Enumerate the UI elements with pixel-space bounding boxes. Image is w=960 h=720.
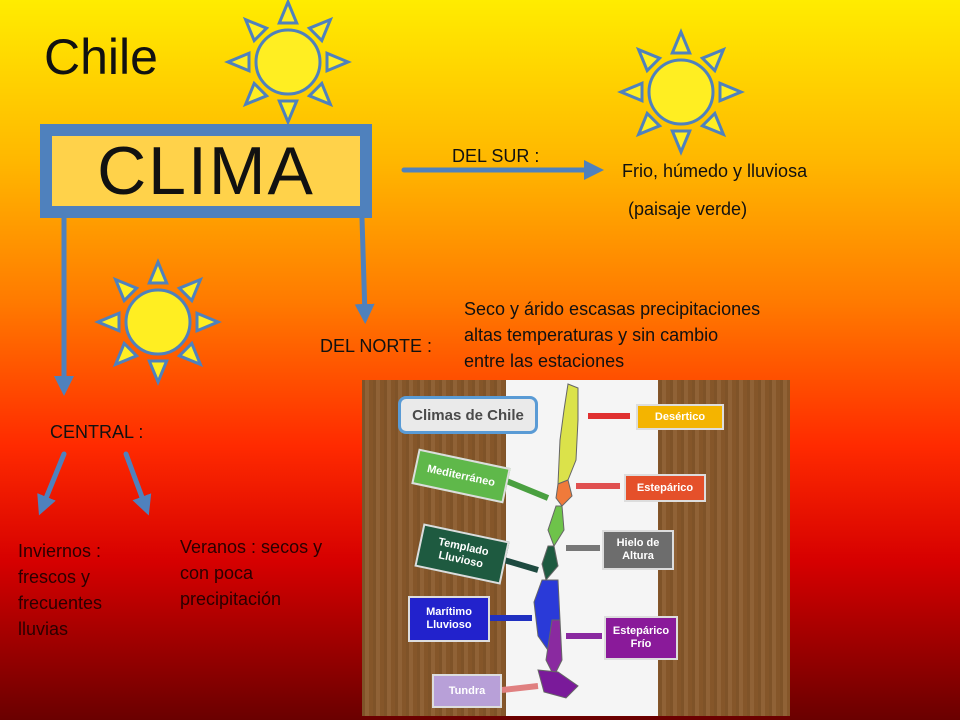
sun-ray [325, 51, 352, 73]
veranos-line-3: precipitación [180, 589, 282, 610]
sun-icon-2 [617, 28, 745, 156]
arrow-to-norte [354, 215, 375, 324]
sun-ray [635, 46, 663, 74]
sun-ray [617, 81, 644, 103]
sun-ray [718, 81, 745, 103]
sun-icon-3 [94, 258, 222, 386]
map-arrow-mediterraneo [502, 477, 550, 501]
sun-ray [635, 110, 663, 138]
norte-line-1: Seco y árido escasas precipitaciones [464, 299, 761, 319]
sun-ray [306, 80, 334, 108]
region-templado [541, 545, 559, 582]
sun-ray [147, 258, 169, 285]
sun-ray [147, 359, 169, 386]
arrow-to-inviernos [37, 451, 67, 516]
map-arrow-tundra [501, 683, 539, 693]
map-title: Climas de Chile [398, 396, 538, 434]
inviernos-line-4: lluvias [18, 619, 69, 640]
sun-ray [176, 340, 204, 368]
tag-tundra: Tundra [432, 674, 502, 708]
sun-ray [306, 16, 334, 44]
map-arrow-templado [503, 557, 539, 573]
region-desertico [557, 383, 579, 485]
inviernos-line-2: frescos y [18, 567, 91, 588]
region-esteparico [555, 479, 573, 507]
sun-ray [195, 311, 222, 333]
norte-text: Seco y árido escasas precipitaciones alt… [464, 296, 760, 374]
region-tundra [537, 669, 579, 699]
chile-map-shape [490, 383, 630, 699]
inviernos-line-3: frecuentes [18, 593, 103, 614]
chile-climate-map: Climas de Chile Desértico Mediterráneo E… [362, 380, 790, 716]
sun-ray [670, 28, 692, 55]
clima-box: CLIMA [40, 124, 372, 218]
central-label: CENTRAL : [50, 422, 144, 442]
veranos-line-2: con poca [180, 563, 254, 584]
sur-line-2: (paisaje verde) [628, 199, 748, 219]
sun-ray [112, 276, 140, 304]
norte-label: DEL NORTE : [320, 336, 433, 356]
sun-ray [277, 0, 299, 25]
tag-esteparico: Estepárico [624, 474, 706, 502]
sun-ray [242, 80, 270, 108]
sur-line-1: Frio, húmedo y lluviosa [622, 161, 808, 181]
sun-ray [699, 110, 727, 138]
tag-desertico: Desértico [636, 404, 724, 430]
norte-line-2: altas temperaturas y sin cambio [464, 325, 719, 346]
sun-ray [670, 129, 692, 156]
sun-ray [242, 16, 270, 44]
inviernos-line-1: Inviernos : [18, 541, 102, 561]
page-title: Chile [44, 29, 158, 85]
sun-ray [277, 99, 299, 126]
norte-line-3: entre las estaciones [464, 351, 625, 372]
tag-maritimo-lluvioso: Marítimo Lluvioso [408, 596, 490, 642]
sun-ray [176, 276, 204, 304]
region-mediterraneo [547, 505, 565, 548]
sun-ray [699, 46, 727, 74]
sun-ray [94, 311, 121, 333]
tag-esteparico-frio: Estepárico Frío [604, 616, 678, 660]
clima-label: CLIMA [52, 133, 360, 209]
inviernos-text: Inviernos : frescos y frecuentes lluvias [18, 538, 102, 642]
sun-icon-1 [224, 0, 352, 126]
arrow-to-veranos [123, 451, 152, 516]
sun-ray [224, 51, 251, 73]
region-esteparico-frio [545, 619, 563, 678]
veranos-line-1: Veranos : secos y [180, 537, 323, 557]
tag-hielo-de-altura: Hielo de Altura [602, 530, 674, 570]
sur-label: DEL SUR : [452, 146, 540, 166]
sun-ray [112, 340, 140, 368]
veranos-text: Veranos : secos y con poca precipitación [180, 534, 322, 612]
